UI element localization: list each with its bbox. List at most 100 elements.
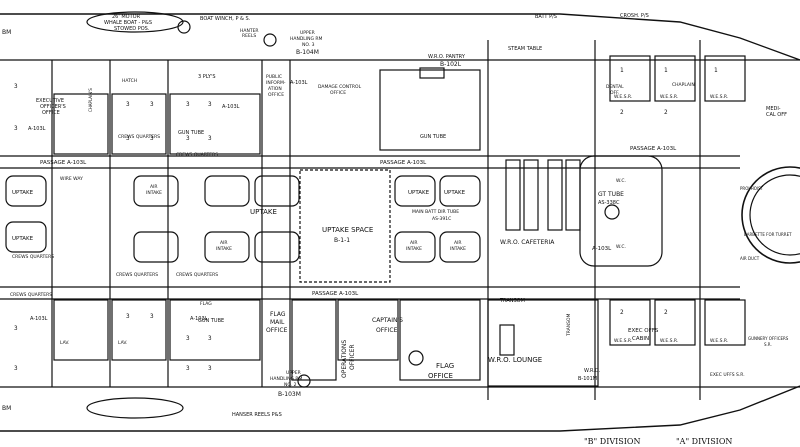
passage-3: PASSAGE A-103L bbox=[312, 291, 359, 297]
upper-handling-2a: UPPER bbox=[286, 370, 301, 376]
flag-mail-3: OFFICE bbox=[266, 327, 288, 334]
room-bm-top: BM bbox=[2, 29, 11, 36]
gt-tube-1: GT TUBE bbox=[598, 191, 624, 198]
room-a103l-1: A-103L bbox=[28, 126, 46, 132]
medical-2: CAL OFF bbox=[766, 112, 787, 118]
bunk-number: 3 bbox=[14, 365, 18, 372]
bunk-number: 3 bbox=[150, 313, 154, 320]
crews-q-3: CREWS QUARTERS bbox=[12, 254, 54, 260]
room-a103l-2: A-103L bbox=[222, 104, 240, 110]
upper-handling-2c: NO. 2 bbox=[284, 382, 297, 388]
room-bm-bottom: BM bbox=[2, 405, 11, 412]
chaplain-2: CHAPLAIN bbox=[672, 82, 695, 88]
bunk-number: 3 bbox=[186, 135, 190, 142]
proj-hoist: PROJ HOIST bbox=[740, 186, 764, 191]
hantern-note-2: REELS bbox=[242, 33, 256, 39]
medical-1: MEDI- bbox=[766, 106, 781, 112]
public-info-2: INFORM- bbox=[266, 80, 286, 86]
operations-officer-2: OFFICER bbox=[349, 344, 356, 370]
air-duct: AIR DUCT bbox=[740, 256, 760, 261]
public-info-4: OFFICE bbox=[268, 92, 284, 98]
wro-lounge: W.R.O. LOUNGE bbox=[488, 356, 542, 364]
as391c: AS-391C bbox=[432, 216, 451, 222]
bunk-number: 3 bbox=[126, 101, 130, 108]
bunk-number: 2 bbox=[664, 109, 668, 116]
b101m-2: B-101M bbox=[578, 376, 597, 382]
bunk-number: 3 bbox=[150, 135, 154, 142]
bunk-number: 3 bbox=[186, 101, 190, 108]
bunk-number: 3 bbox=[208, 365, 212, 372]
wro-pantry-1: W.R.O. PANTRY bbox=[428, 54, 466, 60]
room-a103l-4: A-103L bbox=[30, 316, 48, 322]
bunk-number: 2 bbox=[664, 309, 668, 316]
crosh-note: CROSH. P/S bbox=[620, 13, 649, 19]
flag-mail-1: FLAG bbox=[270, 311, 286, 318]
flag-off-b: FLAG bbox=[200, 301, 212, 307]
wesr-3: W.E.S.R. bbox=[710, 94, 728, 100]
b101m-1: W.R.O. bbox=[584, 368, 601, 374]
boat-winch-note: BOAT WINCH, P & S. bbox=[200, 16, 251, 22]
uptake-main: UPTAKE bbox=[250, 208, 277, 216]
dental-1: DENTAL bbox=[606, 84, 624, 90]
gunnery-2: S.R. bbox=[764, 342, 772, 347]
bunk-number: 3 bbox=[126, 313, 130, 320]
motor-boat-line-3: STOWED POS. bbox=[114, 26, 150, 32]
bunk-number: 3 bbox=[208, 335, 212, 342]
bunk-number: 2 bbox=[620, 309, 624, 316]
bunk-number: 3 bbox=[186, 365, 190, 372]
flag-office-1: FLAG bbox=[436, 362, 454, 370]
uptake-2: UPTAKE bbox=[12, 236, 34, 242]
uptake-1: UPTAKE bbox=[12, 190, 34, 196]
gun-tube-3: GUN TUBE bbox=[198, 318, 224, 324]
air-intake-4a: AIR bbox=[454, 240, 462, 246]
air-intake-2a: AIR bbox=[220, 240, 228, 246]
flag-office-2: OFFICE bbox=[428, 372, 453, 380]
steam-table: STEAM TABLE bbox=[508, 46, 542, 52]
damage-control-2: OFFICE bbox=[330, 90, 346, 96]
wro-cafeteria-1: W.R.O. CAFETERIA bbox=[500, 239, 555, 246]
bunk-number: 2 bbox=[620, 109, 624, 116]
batt-note: BATT P/S bbox=[535, 14, 557, 20]
bunk-number: 1 bbox=[664, 67, 668, 74]
crews-q-4: CREWS QUARTERS bbox=[116, 272, 158, 278]
dental-2: OFF. bbox=[610, 90, 619, 96]
uptake-space-2: B-1-1 bbox=[334, 237, 350, 244]
wesr-2: W.E.S.R. bbox=[660, 94, 678, 100]
room-a103l-3: A-103L bbox=[290, 80, 308, 86]
bunk-number: 3 bbox=[186, 335, 190, 342]
transom-1: TRANSOM bbox=[499, 298, 525, 304]
gt-tube-2: AS-338C bbox=[598, 200, 620, 206]
chaplain-1: CHAPLAIN'S bbox=[88, 88, 93, 112]
bunk-number: 3 bbox=[150, 101, 154, 108]
transom-2: TRANSOM bbox=[566, 313, 572, 337]
captains-office-1: CAPTAIN'S bbox=[372, 317, 403, 324]
lav-2: LAV. bbox=[118, 340, 127, 346]
gun-tube-2: GUN TUBE bbox=[420, 134, 446, 140]
bunk-number: 1 bbox=[714, 67, 718, 74]
b103m: B-103M bbox=[278, 391, 301, 398]
exec-off-1: EXECUTIVE bbox=[36, 98, 64, 104]
uptake-space-1: UPTAKE SPACE bbox=[322, 226, 373, 234]
gun-tube-1: GUN TUBE bbox=[178, 130, 204, 136]
air-intake-3a: AIR bbox=[410, 240, 418, 246]
bunk-number: 1 bbox=[620, 67, 624, 74]
air-intake-3b: INTAKE bbox=[406, 246, 422, 252]
division-label-b: "B" DIVISION bbox=[584, 437, 641, 446]
air-intake-2b: INTAKE bbox=[216, 246, 232, 252]
bunk-number: 3 bbox=[14, 125, 18, 132]
bunk-number: 3 bbox=[14, 83, 18, 90]
flag-mail-2: MAIL bbox=[270, 319, 285, 326]
bunk-number: 3 bbox=[14, 325, 18, 332]
room-a103l-5: A-103L bbox=[190, 316, 208, 322]
plys: 3 PLY'S bbox=[198, 74, 216, 80]
motor-boat-line-1: 26' MOTOR bbox=[112, 14, 141, 20]
uptake-3: UPTAKE bbox=[408, 190, 430, 196]
motor-boat-line-2: WHALE BOAT - P&S bbox=[104, 20, 152, 26]
crews-q-5: CREWS QUARTERS bbox=[176, 272, 218, 278]
bunk-number: 3 bbox=[208, 135, 212, 142]
air-intake-1a: AIR bbox=[150, 184, 158, 190]
exec-off-3: OFFICE bbox=[42, 110, 60, 116]
upper-handling-1b: HANDLING RM bbox=[290, 36, 323, 42]
crews-q-2: CREWS QUARTERS bbox=[176, 152, 218, 158]
